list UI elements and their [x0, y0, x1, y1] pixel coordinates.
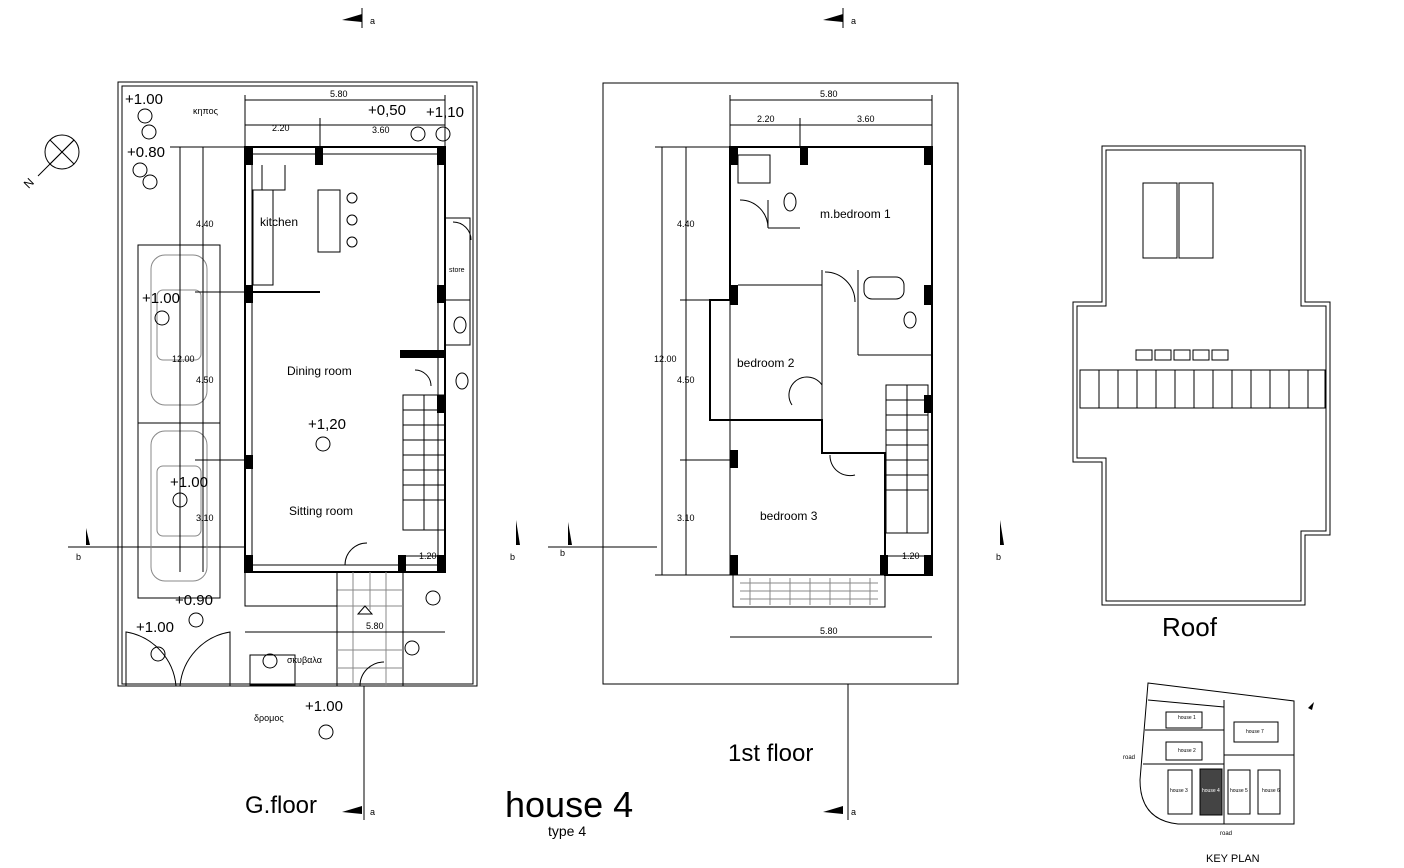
key-house-label: house 1 — [1178, 715, 1196, 721]
key-house-label: house 5 — [1230, 788, 1248, 794]
bins-label: σκυβαλα — [287, 655, 322, 665]
section-a-label-bottom-1: a — [851, 807, 856, 817]
shower-icon — [737, 154, 771, 184]
parking-space-1 — [137, 244, 221, 424]
tree-icon — [141, 124, 441, 669]
dimension-label: 4.50 — [196, 375, 214, 385]
parking-space-2 — [137, 422, 221, 599]
dimension-label: 4.40 — [677, 219, 695, 229]
dimension-label: 3.10 — [196, 513, 214, 523]
room-label-kitchen: kitchen — [260, 215, 298, 229]
bathtub-icon — [863, 276, 905, 300]
sheet-title: house 4 — [505, 784, 633, 825]
dimension-label: 2.20 — [272, 123, 290, 133]
kitchen-island — [317, 189, 341, 253]
dimension-label: 2.20 — [757, 114, 775, 124]
svg-text:N: N — [21, 175, 37, 191]
key-plan-title: KEY PLAN — [1206, 853, 1260, 865]
house-4-highlight — [1199, 768, 1223, 816]
dimension-label: 5.80 — [366, 621, 384, 631]
dimension-label: 3.60 — [857, 114, 875, 124]
dimension-label: 3.10 — [677, 513, 695, 523]
street-label: δρομος — [254, 713, 284, 723]
section-markers: a a a a b b b b — [68, 8, 1004, 820]
dimension-label: 4.50 — [677, 375, 695, 385]
key-house-label: house 7 — [1246, 729, 1264, 735]
level-label: +1.00 — [136, 619, 174, 636]
ground-floor-title: G.floor — [245, 792, 317, 819]
section-b-label-3: b — [560, 548, 565, 558]
dimension-label: 1.20 — [902, 551, 920, 561]
key-plan: house 1 house 2 house 3 house 4 house 5 … — [1123, 682, 1314, 865]
dimension-label: 3.60 — [372, 125, 390, 135]
room-label-store: store — [449, 267, 465, 274]
level-label: +1.00 — [170, 474, 208, 491]
roof-title: Roof — [1162, 612, 1218, 642]
room-label-bedroom-2: bedroom 2 — [737, 356, 795, 370]
car-icon — [150, 254, 208, 406]
dimension-label: 1.20 — [419, 551, 437, 561]
section-a-label-bottom-g: a — [370, 807, 375, 817]
level-label: +1,20 — [308, 416, 346, 433]
key-house-label: house 2 — [1178, 748, 1196, 754]
level-label: +0.80 — [127, 144, 165, 161]
dimension-label: 5.80 — [820, 89, 838, 99]
section-b-label-2: b — [510, 552, 515, 562]
section-a-label-top-1: a — [851, 16, 856, 26]
ground-floor-plan: +1.00 κηπος +0,50 +1,10 +0.80 5.80 2.20 … — [117, 81, 478, 819]
roof-plan: Roof — [1072, 145, 1331, 642]
level-label: +1.00 — [305, 698, 343, 715]
room-label-master-bedroom: m.bedroom 1 — [820, 207, 891, 221]
sheet-subtitle: type 4 — [548, 823, 586, 839]
key-house-label: house 6 — [1262, 788, 1280, 794]
road-label: road — [1220, 831, 1232, 837]
key-house-label: house 4 — [1202, 788, 1220, 794]
north-arrow-icon — [1308, 702, 1314, 710]
level-label: +0.90 — [175, 592, 213, 609]
first-floor-title: 1st floor — [728, 740, 813, 767]
road-label: road — [1123, 755, 1135, 761]
dimension-label: 5.80 — [820, 626, 838, 636]
dimension-label: 5.80 — [330, 89, 348, 99]
room-label-bedroom-3: bedroom 3 — [760, 509, 818, 523]
section-b-label-4: b — [996, 552, 1001, 562]
level-label: +0,50 — [368, 102, 406, 119]
balcony — [732, 574, 886, 608]
room-label-dining: Dining room — [287, 364, 352, 378]
solar-panel — [1142, 182, 1178, 259]
section-a-label-top-g: a — [370, 16, 375, 26]
room-label-sitting: Sitting room — [289, 504, 353, 518]
key-house-label: house 3 — [1170, 788, 1188, 794]
level-label: +1.00 — [125, 91, 163, 108]
level-marker-icon — [132, 108, 451, 740]
section-b-label-1: b — [76, 552, 81, 562]
first-floor-plan: 5.80 2.20 3.60 4.40 12.00 4.50 3.10 1.20… — [602, 82, 959, 767]
dimension-label: 12.00 — [172, 354, 195, 364]
solar-panel — [1178, 182, 1214, 259]
dimension-label: 12.00 — [654, 354, 677, 364]
garden-label: κηπος — [193, 106, 219, 116]
level-label: +1,10 — [426, 104, 464, 121]
car-icon — [150, 430, 208, 582]
dimension-label: 4.40 — [196, 219, 214, 229]
level-label: +1.00 — [142, 290, 180, 307]
north-arrow-icon: N — [21, 134, 80, 191]
